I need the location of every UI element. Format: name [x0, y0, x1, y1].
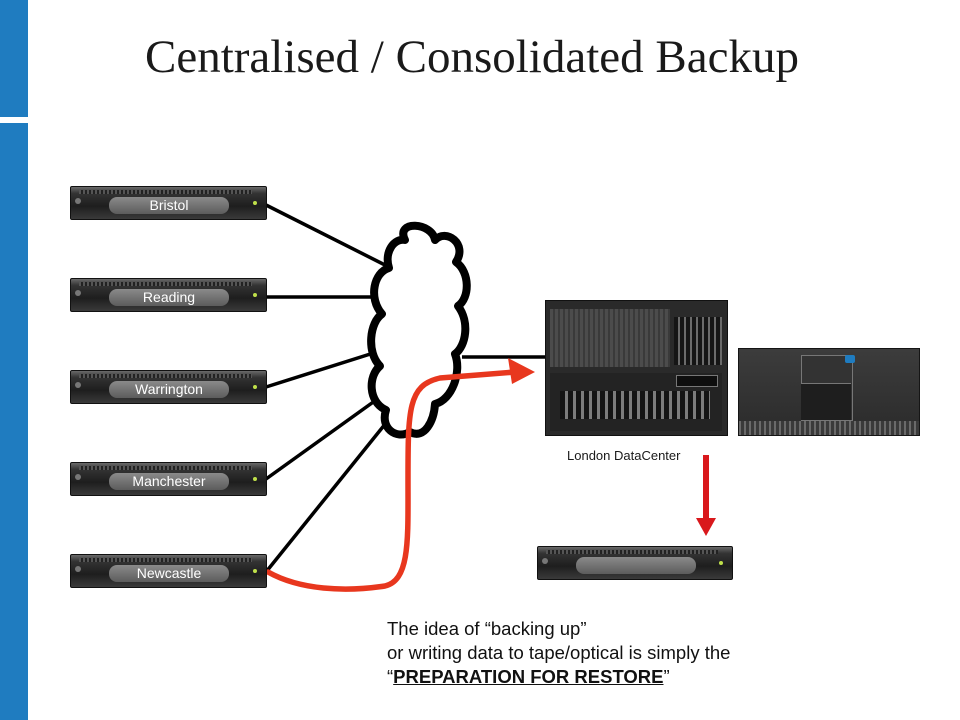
- status-led-icon: [253, 293, 257, 297]
- sidebar-accent-top: [0, 0, 28, 117]
- server-site-1: Bristol: [70, 186, 267, 220]
- server-site-label: Bristol: [109, 197, 229, 214]
- hp-logo-icon: [75, 566, 81, 572]
- status-led-icon: [719, 561, 723, 565]
- down-arrowhead-icon: [696, 518, 716, 536]
- server-site-label: Manchester: [109, 473, 229, 490]
- caption-emphasis: PREPARATION FOR RESTORE: [393, 666, 664, 687]
- link-bristol: [265, 203, 386, 267]
- restore-arrowhead-icon: [508, 358, 535, 384]
- hp-logo-icon: [542, 558, 548, 564]
- status-led-icon: [253, 201, 257, 205]
- central-backup-server: [545, 300, 728, 436]
- caption-line-2: or writing data to tape/optical is simpl…: [387, 642, 731, 663]
- server-site-2: Reading: [70, 278, 267, 312]
- disk-array-icon: [560, 391, 710, 419]
- hp-logo-icon: [75, 474, 81, 480]
- network-cloud-icon: [367, 221, 471, 439]
- slide-caption: The idea of “backing up” or writing data…: [387, 617, 730, 689]
- hp-logo-icon: [75, 290, 81, 296]
- tape-library: [738, 348, 920, 436]
- status-led-icon: [253, 569, 257, 573]
- drive-bay: [576, 557, 696, 574]
- quote-open: “: [387, 666, 394, 687]
- slide-title: Centralised / Consolidated Backup: [145, 31, 799, 83]
- status-led-icon: [253, 477, 257, 481]
- hp-logo-icon: [75, 382, 81, 388]
- caption-line-1: The idea of “backing up”: [387, 618, 587, 639]
- status-led-icon: [253, 385, 257, 389]
- link-warrington: [265, 348, 384, 389]
- server-site-label: Reading: [109, 289, 229, 306]
- server-site-label: Warrington: [109, 381, 229, 398]
- quote-close: ”: [663, 666, 670, 687]
- server-site-4: Manchester: [70, 462, 267, 496]
- link-manchester: [264, 393, 385, 481]
- server-site-3: Warrington: [70, 370, 267, 404]
- link-newcastle: [264, 416, 392, 574]
- server-site-label: Newcastle: [109, 565, 229, 582]
- caption-line-3: “PREPARATION FOR RESTORE”: [387, 665, 730, 689]
- restore-path-arrow: [265, 369, 518, 592]
- restore-target-server: [537, 546, 733, 580]
- datacenter-label: London DataCenter: [567, 448, 681, 463]
- sidebar-accent-bottom: [0, 123, 28, 720]
- hp-logo-icon: [75, 198, 81, 204]
- server-site-5: Newcastle: [70, 554, 267, 588]
- hp-logo-icon: [845, 355, 855, 363]
